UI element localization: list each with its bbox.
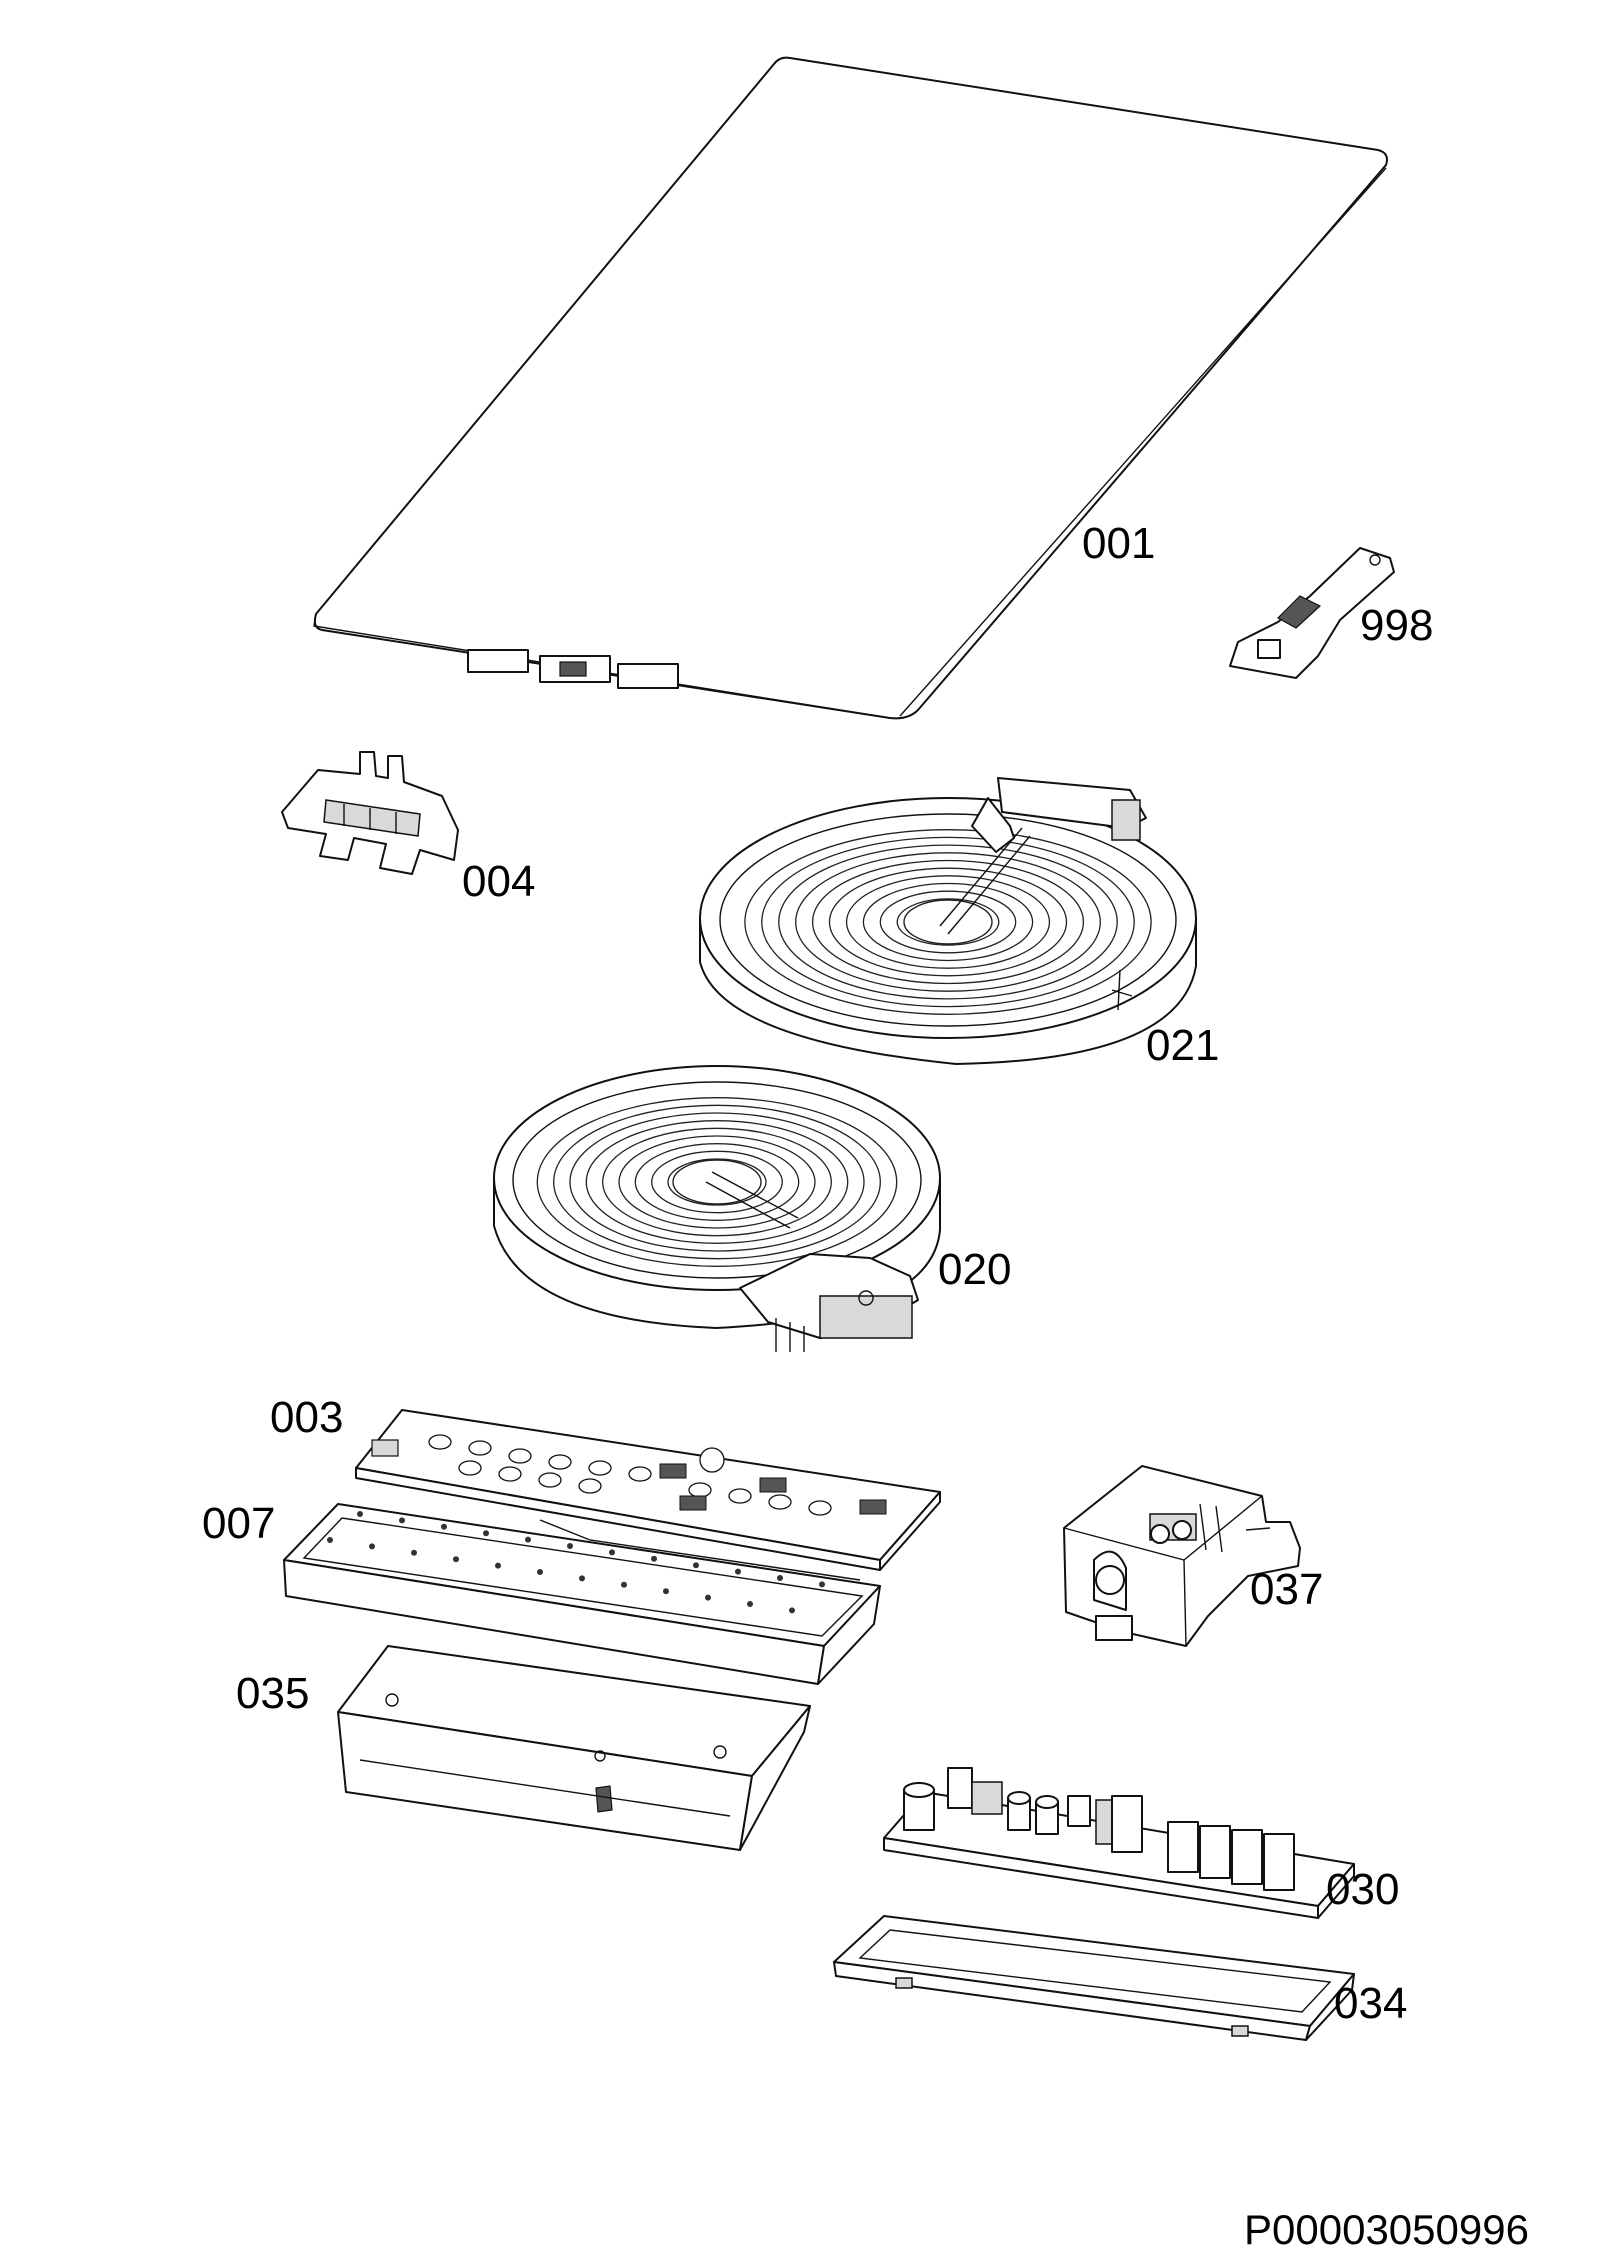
board-knob-component [808,1500,832,1516]
label-998: 998 [1360,601,1433,650]
frame-hole [651,1555,657,1562]
part-037-housing[interactable] [1063,1465,1301,1647]
coil-center-hub [903,899,993,945]
frame-hole [609,1549,615,1556]
frame-hole [525,1536,531,1543]
heating-coil-ring [828,867,1068,977]
frame-hole [579,1575,585,1582]
board-knob-component [498,1466,522,1482]
frame-hole [453,1556,459,1563]
heating-coil-ring [879,890,1017,954]
label-004: 004 [462,857,535,906]
board-knob-component [688,1482,712,1498]
board-connector [371,1439,399,1457]
label-030: 030 [1326,1865,1399,1914]
part-998-scraper[interactable] [1229,547,1395,679]
heating-coil-ring [602,1127,832,1237]
board-display-chip [759,1477,787,1493]
heating-coil-ring [845,875,1051,969]
board-knob-component [588,1460,612,1476]
heating-coil-ring [618,1135,816,1229]
part-021-radiant-heater-large[interactable] [699,777,1197,1065]
frame-hole [441,1523,447,1530]
label-021: 021 [1146,1021,1219,1070]
heating-coil-ring [795,852,1101,992]
board-knob-component [508,1448,532,1464]
frame-hole [621,1581,627,1588]
board-knob-component [548,1454,572,1470]
frame-hole [357,1511,363,1517]
heating-coil-ring [778,844,1118,1000]
label-034: 034 [1334,1979,1407,2028]
heating-coil-ring [634,1143,800,1221]
heating-coil-ring [896,898,1000,946]
label-007: 007 [202,1499,275,1548]
part-034-tray[interactable] [833,1915,1355,2041]
board-knob-component [458,1460,482,1476]
frame-hole [777,1575,783,1581]
frame-hole [567,1543,573,1549]
heating-coil-ring [667,1158,767,1206]
frame-hole [819,1581,825,1588]
board-knob-component [468,1440,492,1456]
coil-center-hub [672,1159,762,1205]
frame-hole [495,1562,501,1569]
label-035: 035 [236,1669,309,1718]
frame-hole [369,1543,375,1550]
board-knob-component [428,1434,452,1450]
frame-hole [411,1549,417,1556]
heating-coil-ring [553,1104,881,1260]
board-buzzer [699,1447,725,1473]
label-037: 037 [1250,1565,1323,1614]
label-020: 020 [938,1245,1011,1294]
frame-hole [327,1537,333,1543]
board-knob-component [628,1466,652,1482]
board-display-chip [659,1463,687,1479]
part-035-shield-plate[interactable] [337,1645,811,1851]
frame-hole [735,1568,741,1575]
part-004-bracket[interactable] [281,751,459,875]
heating-coil-ring [761,836,1135,1008]
board-knob-component [578,1478,602,1494]
board-display-chip [859,1499,887,1515]
frame-hole [705,1594,711,1601]
heating-coil-ring [585,1120,849,1244]
heating-coil-ring [744,829,1152,1015]
frame-hole [693,1562,699,1569]
heating-coil-ring [862,882,1034,962]
part-020-radiant-heater-small[interactable] [493,1065,941,1352]
label-003: 003 [270,1393,343,1442]
part-003-control-board[interactable] [355,1409,941,1571]
heating-coil-ring [651,1150,783,1214]
frame-hole [399,1517,405,1524]
heating-coil-ring [569,1112,865,1252]
board-knob-component [728,1488,752,1504]
frame-hole [537,1569,543,1575]
board-knob-component [768,1494,792,1510]
part-030-power-board[interactable] [883,1767,1355,1919]
document-number: P00003050996 [1244,2206,1529,2253]
heating-coil-ring [811,859,1085,985]
heating-coil-ring [536,1097,898,1267]
board-display-chip [679,1495,707,1511]
part-007-frame[interactable] [283,1503,881,1685]
part-001-glass-top[interactable] [313,56,1388,720]
frame-hole [483,1530,489,1537]
frame-hole [663,1588,669,1595]
frame-hole [747,1601,753,1607]
board-knob-component [538,1472,562,1488]
label-001: 001 [1082,519,1155,568]
frame-hole [789,1607,795,1614]
